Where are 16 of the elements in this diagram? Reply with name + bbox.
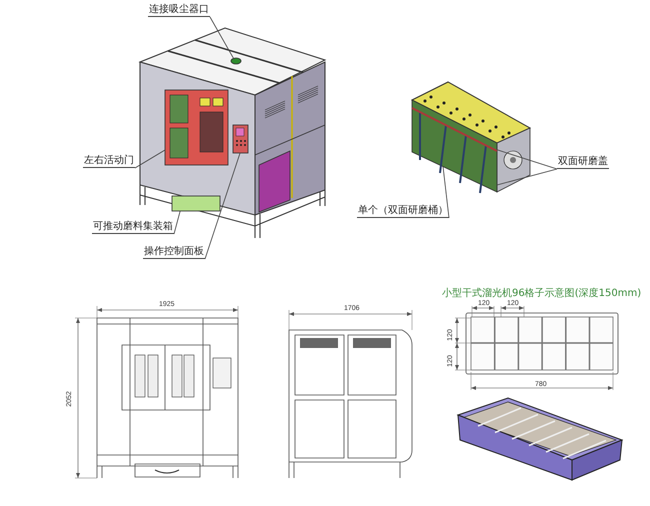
- leader-line: [134, 150, 166, 168]
- dust-port-opening: [230, 58, 242, 64]
- leader-line: [496, 149, 558, 170]
- callout-label: 单个（双面研磨桶）: [357, 205, 449, 218]
- leader-line: [174, 210, 181, 234]
- callout-label: 连接吸尘器口: [148, 4, 210, 17]
- drawing-title: 小型干式溜光机96格子示意图(深度150mm): [442, 288, 642, 300]
- abrasive-drawer: [172, 196, 220, 212]
- leader-line: [496, 168, 558, 186]
- callout-label: 双面研磨盖: [557, 156, 609, 169]
- leader-line: [442, 166, 450, 218]
- leader-line: [204, 152, 240, 260]
- callout-label: 左右活动门: [83, 155, 135, 168]
- callout-label: 操作控制面板: [143, 246, 205, 259]
- leader-line: [210, 16, 234, 60]
- callout-label: 可推动磨料集装箱: [92, 221, 174, 234]
